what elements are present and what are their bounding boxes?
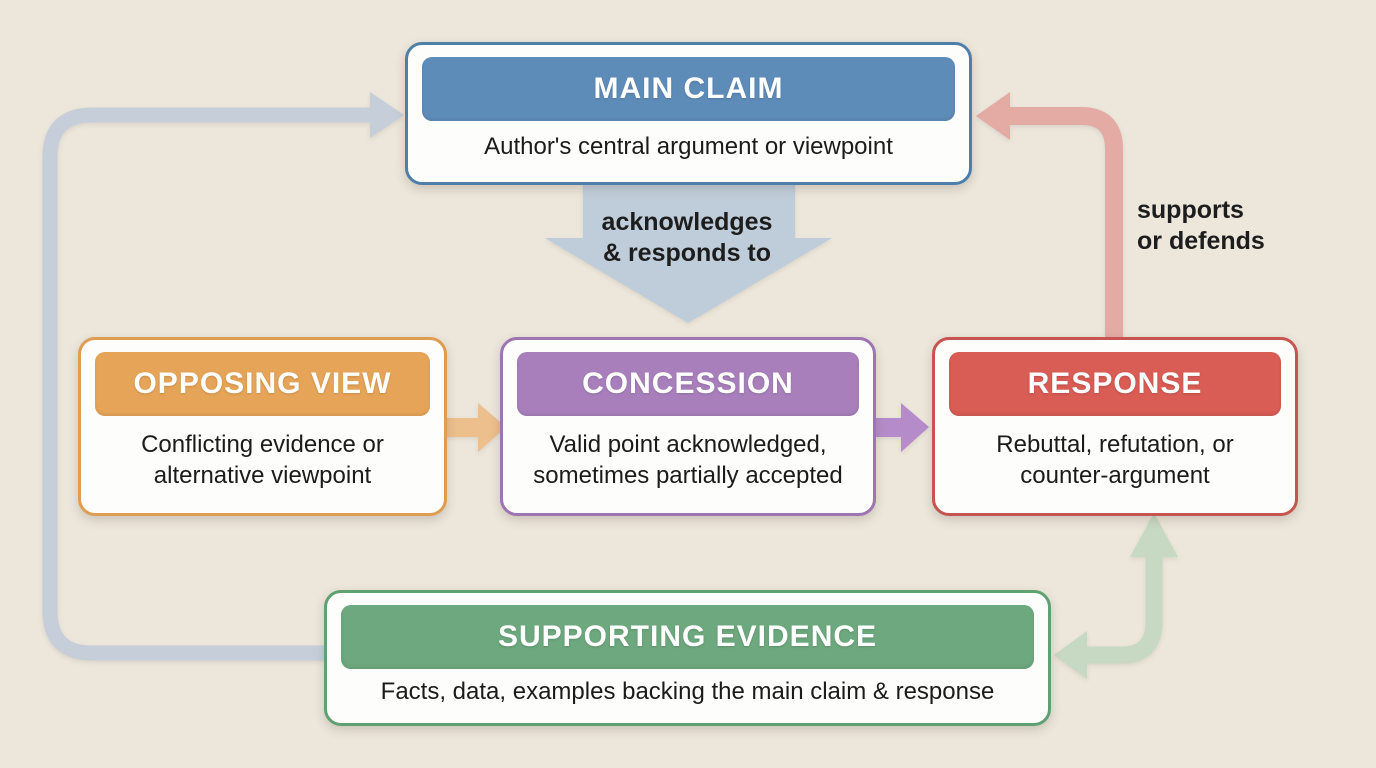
concession-description: Valid point acknowledged, sometimes part… [533, 430, 843, 489]
main-claim-box: MAIN CLAIM Author's central argument or … [405, 42, 972, 185]
opposing-view-description: Conflicting evidence or alternative view… [141, 430, 384, 489]
supports-edge-label-line2: or defends [1137, 227, 1265, 255]
main-to-concession-arrow-icon [545, 184, 832, 323]
opposing-view-box: OPPOSING VIEW Conflicting evidence or al… [78, 337, 447, 516]
opposing-view-header: OPPOSING VIEW [95, 352, 430, 416]
concession-to-response-arrow-icon [869, 403, 929, 452]
supporting-evidence-header: SUPPORTING EVIDENCE [341, 605, 1034, 669]
acknowledges-edge-label-line1: acknowledges [601, 208, 773, 236]
evidence-response-arrow-line [1082, 552, 1163, 664]
supporting-evidence-title: SUPPORTING EVIDENCE [497, 620, 878, 653]
supports-edge-label: supports or defends [1137, 195, 1265, 257]
supporting-evidence-box: SUPPORTING EVIDENCE Facts, data, example… [324, 590, 1051, 726]
evidence-to-main-arrow-line [42, 107, 374, 661]
evidence-response-arrowhead-up-icon [1130, 513, 1178, 557]
response-box: RESPONSE Rebuttal, refutation, or counte… [932, 337, 1298, 516]
acknowledges-edge-label: acknowledges & responds to [527, 207, 847, 269]
main-claim-header: MAIN CLAIM [422, 57, 955, 121]
response-description: Rebuttal, refutation, or counter-argumen… [996, 430, 1234, 489]
main-claim-description: Author's central argument or viewpoint [484, 133, 893, 160]
opposing-to-concession-arrow-icon [441, 403, 506, 452]
acknowledges-edge-label-line2: & responds to [602, 239, 772, 267]
evidence-response-arrowhead-left-icon [1054, 631, 1087, 679]
opposing-view-title: OPPOSING VIEW [133, 367, 392, 400]
main-claim-title: MAIN CLAIM [593, 72, 784, 105]
response-to-main-arrowhead-icon [976, 92, 1010, 140]
response-title: RESPONSE [1027, 367, 1203, 400]
response-header: RESPONSE [949, 352, 1281, 416]
response-to-main-arrow-line [1006, 107, 1123, 337]
evidence-to-main-arrowhead-icon [370, 92, 404, 138]
supports-edge-label-line1: supports [1137, 196, 1244, 224]
concession-title: CONCESSION [582, 367, 794, 400]
concession-header: CONCESSION [517, 352, 859, 416]
concession-box: CONCESSION Valid point acknowledged, som… [500, 337, 876, 516]
supporting-evidence-description: Facts, data, examples backing the main c… [380, 677, 995, 705]
